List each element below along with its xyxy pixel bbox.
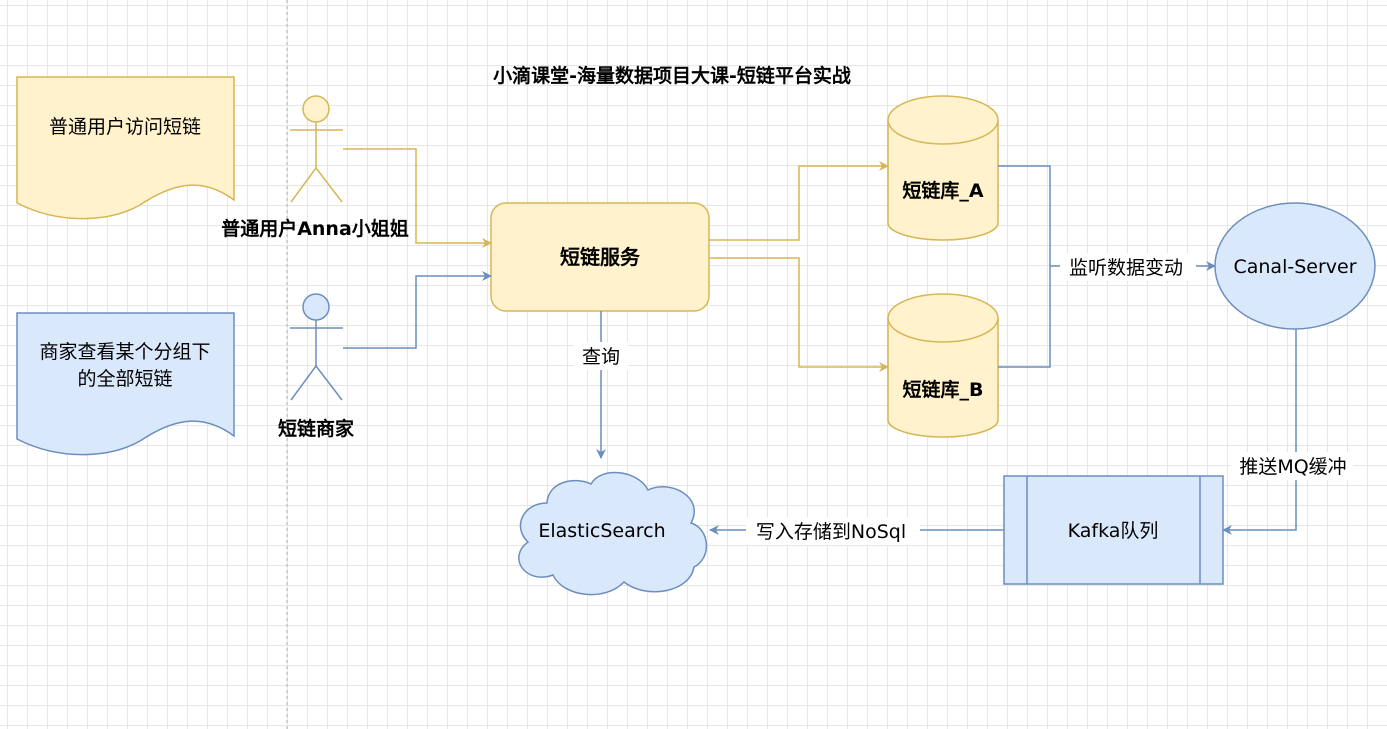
database-b[interactable]: 短链库_B — [887, 293, 999, 438]
merchant-note-line1: 商家查看某个分组下 — [39, 341, 210, 363]
edge-label-write: 写入存储到NoSql — [756, 521, 906, 543]
database-a[interactable]: 短链库_A — [887, 95, 999, 241]
elasticsearch-label: ElasticSearch — [538, 520, 665, 542]
merchant-note[interactable]: 商家查看某个分组下 的全部短链 — [16, 312, 235, 456]
diagram-title: 小滴课堂-海量数据项目大课-短链平台实战 — [493, 64, 851, 87]
canal-server[interactable]: Canal-Server — [1214, 202, 1376, 330]
database-b-label: 短链库_B — [903, 378, 984, 401]
user-actor[interactable]: 普通用户Anna小姐姐 — [221, 95, 409, 240]
edge-label-listen: 监听数据变动 — [1069, 257, 1183, 279]
edge-db-bracket — [998, 165, 1051, 368]
user-actor-figure — [290, 95, 343, 203]
database-a-body — [887, 120, 999, 241]
merchant-actor[interactable]: 短链商家 — [278, 293, 355, 440]
edge-canal-to-kafka — [1222, 329, 1297, 535]
edges — [343, 148, 1297, 535]
service-label: 短链服务 — [560, 245, 641, 269]
elasticsearch-cloud[interactable]: ElasticSearch — [518, 471, 708, 596]
edge-user-to-service — [343, 148, 492, 248]
kafka-queue[interactable]: Kafka队列 — [1003, 475, 1224, 585]
database-a-top — [887, 95, 999, 145]
database-b-top — [887, 293, 999, 343]
merchant-actor-figure — [290, 293, 343, 401]
user-note[interactable]: 普通用户访问短链 — [16, 76, 235, 220]
edge-label-query: 查询 — [582, 346, 620, 368]
short-link-service[interactable]: 短链服务 — [490, 202, 710, 312]
database-a-label: 短链库_A — [902, 179, 984, 202]
edge-label-push: 推送MQ缓冲 — [1239, 456, 1346, 478]
edge-merchant-to-service — [343, 271, 492, 349]
edge-service-to-db-a — [709, 161, 889, 241]
merchant-note-shape — [16, 312, 235, 456]
database-b-body — [887, 318, 999, 438]
service-box — [490, 202, 710, 312]
merchant-note-line2: 的全部短链 — [77, 368, 172, 390]
elasticsearch-shape — [518, 471, 708, 596]
merchant-actor-label: 短链商家 — [278, 417, 355, 440]
edge-service-to-db-b — [709, 257, 889, 372]
user-actor-label: 普通用户Anna小姐姐 — [221, 217, 409, 240]
user-note-shape — [16, 76, 235, 220]
user-note-text: 普通用户访问短链 — [49, 116, 201, 138]
kafka-label: Kafka队列 — [1068, 520, 1159, 542]
canal-server-label: Canal-Server — [1233, 256, 1356, 278]
